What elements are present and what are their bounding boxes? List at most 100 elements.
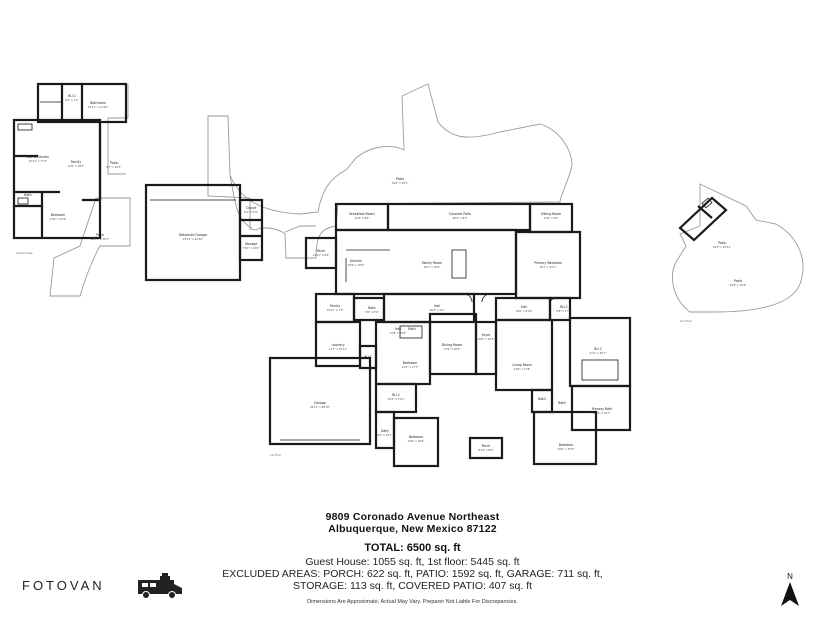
room-label: Garage bbox=[314, 401, 326, 405]
room-label: Porch bbox=[317, 249, 326, 253]
svg-text:8'10" x 8'0": 8'10" x 8'0" bbox=[478, 448, 493, 452]
measurement-line: Guest House: 1055 sq. ft, 1st floor: 544… bbox=[305, 556, 520, 568]
room-label: Primary Bedroom bbox=[534, 261, 562, 265]
room-label: Bedroom bbox=[559, 443, 573, 447]
svg-text:21'1" x 20'7": 21'1" x 20'7" bbox=[590, 351, 607, 355]
room-label: Detached Garage bbox=[179, 233, 207, 237]
svg-text:10'11" x 7'3": 10'11" x 7'3" bbox=[327, 308, 344, 312]
guest-house: Bathroom 10'11" x 11'10" W.I.C 6'1" x 7'… bbox=[12, 82, 128, 255]
detached-garage: Detached Garage 23'11" x 22'10" Closet 6… bbox=[144, 183, 264, 282]
svg-text:5'6" x 5'4": 5'6" x 5'4" bbox=[365, 310, 379, 314]
room-label: Bath bbox=[538, 397, 545, 401]
svg-text:16'6" x 12'3": 16'6" x 12'3" bbox=[478, 337, 495, 341]
floor-annotation: Guest House bbox=[16, 251, 33, 255]
svg-text:8'7" x 16'7": 8'7" x 16'7" bbox=[106, 165, 121, 169]
room-label: Living Room bbox=[512, 363, 532, 367]
patio-structure: Patio 16'0" x 25'11" Patio 24'8" x 15'6"… bbox=[678, 196, 747, 323]
svg-text:40'3" x 8'2": 40'3" x 8'2" bbox=[452, 216, 467, 220]
room-label: Bedroom bbox=[51, 213, 65, 217]
svg-text:13'9" x 18'3": 13'9" x 18'3" bbox=[444, 347, 461, 351]
floor-annotation: 2nd Floor bbox=[680, 319, 693, 323]
svg-text:6'1" x 7'2": 6'1" x 7'2" bbox=[65, 98, 79, 102]
north-arrow-icon bbox=[781, 582, 799, 606]
room-label: Bath bbox=[381, 429, 388, 433]
svg-text:16'0" x 15'0": 16'0" x 15'0" bbox=[558, 447, 575, 451]
room-label: Pantry bbox=[330, 304, 340, 308]
svg-text:14'3" x 17'7": 14'3" x 17'7" bbox=[402, 365, 419, 369]
room-label: Patio bbox=[718, 241, 726, 245]
svg-text:36'7" x 18'0": 36'7" x 18'0" bbox=[424, 265, 441, 269]
measurement-line: EXCLUDED AREAS: PORCH: 622 sq. ft, PATIO… bbox=[222, 568, 603, 580]
svg-text:10'11" x 11'10": 10'11" x 11'10" bbox=[88, 105, 108, 109]
room-label: Patio bbox=[96, 233, 104, 237]
svg-text:16'9" x 14'7": 16'9" x 14'7" bbox=[594, 411, 611, 415]
room-label: W.I.C bbox=[68, 94, 77, 98]
svg-text:8'8" x 7'11": 8'8" x 7'11" bbox=[556, 309, 571, 313]
address-line-1: 9809 Coronado Avenue Northeast bbox=[325, 511, 500, 523]
room-label: W.I.C bbox=[594, 347, 603, 351]
room-label: Sitting Room bbox=[541, 212, 561, 216]
room-label: Foyer bbox=[482, 333, 492, 337]
room-label: Family Room bbox=[422, 261, 442, 265]
room-label: Hall bbox=[521, 305, 527, 309]
room-label: W.I.C bbox=[560, 305, 569, 309]
north-label: N bbox=[787, 572, 793, 581]
north-indicator: N bbox=[778, 572, 802, 608]
svg-text:13'0" x 19'7": 13'0" x 19'7" bbox=[68, 164, 85, 168]
room-label: Patio bbox=[396, 177, 404, 181]
main-house: Patio 79'0" x 30'1" Breakfast Room 11'8"… bbox=[268, 177, 632, 468]
room-label: Dining Room bbox=[442, 343, 462, 347]
room-label: W.I.C bbox=[392, 393, 401, 397]
svg-text:6'1" x 5'4": 6'1" x 5'4" bbox=[244, 210, 258, 214]
svg-text:34'11" x 28'10": 34'11" x 28'10" bbox=[310, 405, 330, 409]
floor-annotation: 1st Floor bbox=[270, 453, 282, 457]
room-label: Bedroom bbox=[409, 435, 423, 439]
van-icon bbox=[138, 573, 182, 599]
room-label: Bath bbox=[24, 193, 31, 197]
room-label: Breakfast Room bbox=[349, 212, 374, 216]
measurement-line: STORAGE: 113 sq. ft, COVERED PATIO: 407 … bbox=[292, 580, 533, 592]
svg-text:19'4" x 4'3": 19'4" x 4'3" bbox=[429, 308, 444, 312]
svg-text:10'4" x 7'11": 10'4" x 7'11" bbox=[388, 397, 405, 401]
svg-text:13'8" x 15'6": 13'8" x 15'6" bbox=[50, 217, 67, 221]
svg-text:18'9" x 18'0": 18'9" x 18'0" bbox=[348, 263, 365, 267]
room-label: Closet bbox=[246, 206, 257, 210]
svg-text:24'8" x 15'6": 24'8" x 15'6" bbox=[730, 283, 747, 287]
room-label: Bath bbox=[368, 306, 375, 310]
room-label: Hall bbox=[395, 327, 401, 331]
svg-text:8'1" x 10'7": 8'1" x 10'7" bbox=[377, 433, 392, 437]
svg-text:16'6" x 16'0": 16'6" x 16'0" bbox=[408, 439, 425, 443]
room-label: Storage bbox=[245, 242, 258, 246]
room-label: Bar w Kitchen bbox=[27, 155, 49, 159]
room-label: Bath bbox=[558, 401, 565, 405]
room-label: Family bbox=[71, 160, 81, 164]
room-label: Bath bbox=[408, 327, 415, 331]
fotovan-logo: FOTOVAN bbox=[22, 572, 182, 602]
room-label: Patio bbox=[110, 161, 118, 165]
room-label: Primary Bath bbox=[592, 407, 613, 411]
svg-text:16'0" x 25'11": 16'0" x 25'11" bbox=[713, 245, 732, 249]
logo-text: FOTOVAN bbox=[22, 578, 105, 593]
room-label: Bedroom bbox=[403, 361, 417, 365]
room-label: Patio bbox=[734, 279, 742, 283]
svg-text:7'10" x 13'6": 7'10" x 13'6" bbox=[243, 246, 260, 250]
svg-text:13'6" x 8'0": 13'6" x 8'0" bbox=[543, 216, 558, 220]
svg-text:18'7" x 23'1": 18'7" x 23'1" bbox=[540, 265, 557, 269]
svg-text:79'0" x 30'1": 79'0" x 30'1" bbox=[392, 181, 409, 185]
svg-text:23'11" x 22'10": 23'11" x 22'10" bbox=[183, 237, 203, 241]
room-label: Laundry bbox=[332, 343, 345, 347]
room-label: Porch bbox=[482, 444, 491, 448]
svg-text:14'8" x 17'8": 14'8" x 17'8" bbox=[514, 367, 531, 371]
svg-text:16'11" x 30'7": 16'11" x 30'7" bbox=[91, 237, 110, 241]
svg-text:11'11" x 8'0": 11'11" x 8'0" bbox=[313, 253, 330, 257]
svg-text:19'0" x 6'10": 19'0" x 6'10" bbox=[516, 309, 533, 313]
room-label: Hall bbox=[434, 304, 440, 308]
svg-text:15'11" x 17'4": 15'11" x 17'4" bbox=[29, 159, 48, 163]
svg-text:11'8" x 16'5": 11'8" x 16'5" bbox=[390, 331, 407, 335]
room-label: Covered Patio bbox=[449, 212, 471, 216]
outdoor-outlines bbox=[49, 83, 804, 313]
total-area: TOTAL: 6500 sq. ft bbox=[364, 542, 461, 554]
disclaimer: Dimensions Are Approximate, Actual May V… bbox=[307, 599, 518, 605]
svg-text:11'8" x 8'6": 11'8" x 8'6" bbox=[354, 216, 369, 220]
